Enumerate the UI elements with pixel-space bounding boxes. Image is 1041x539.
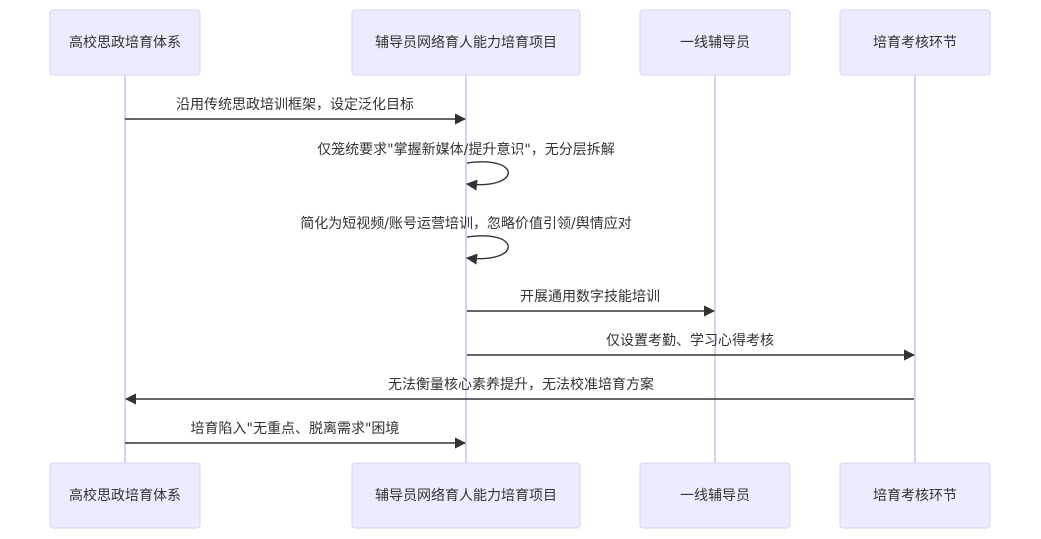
participant-label: 培育考核环节 xyxy=(873,35,957,51)
message-4: 开展通用数字技能培训 xyxy=(467,289,716,317)
message-5: 仅设置考勤、学习心得考核 xyxy=(467,332,916,361)
participant-label: 辅导员网络育人能力培育项目 xyxy=(375,35,557,51)
participant-bottom-b: 辅导员网络育人能力培育项目 xyxy=(351,462,581,529)
participant-top-b: 辅导员网络育人能力培育项目 xyxy=(351,9,581,76)
participant-top-a: 高校思政培育体系 xyxy=(49,9,201,76)
participant-label: 一线辅导员 xyxy=(680,488,750,504)
participant-bottom-c: 一线辅导员 xyxy=(639,462,791,529)
message-6: 无法衡量核心素养提升，无法校准培育方案 xyxy=(124,376,914,405)
message-label: 仅设置考勤、学习心得考核 xyxy=(606,332,774,349)
participant-bottom-a: 高校思政培育体系 xyxy=(49,462,201,529)
message-label: 仅笼统要求"掌握新媒体/提升意识"，无分层拆解 xyxy=(317,141,615,158)
participant-bottom-d: 培育考核环节 xyxy=(839,462,991,529)
participant-top-c: 一线辅导员 xyxy=(639,9,791,76)
message-label: 简化为短视频/账号运营培训，忽略价值引领/舆情应对 xyxy=(300,215,631,232)
participant-top-d: 培育考核环节 xyxy=(839,9,991,76)
message-7: 培育陷入"无重点、脱离需求"困境 xyxy=(125,420,467,449)
message-3: 简化为短视频/账号运营培训，忽略价值引领/舆情应对 xyxy=(300,215,632,265)
participant-label: 一线辅导员 xyxy=(680,35,750,51)
message-1: 沿用传统思政培训框架，设定泛化目标 xyxy=(125,97,467,125)
message-label: 开展通用数字技能培训 xyxy=(520,289,660,305)
participant-label: 高校思政培育体系 xyxy=(69,34,181,51)
participant-label: 培育考核环节 xyxy=(873,488,957,504)
message-label: 培育陷入"无重点、脱离需求"困境 xyxy=(191,420,400,437)
participant-label: 高校思政培育体系 xyxy=(69,487,181,504)
message-2: 仅笼统要求"掌握新媒体/提升意识"，无分层拆解 xyxy=(317,141,615,191)
participant-label: 辅导员网络育人能力培育项目 xyxy=(375,488,557,504)
message-label: 沿用传统思政培训框架，设定泛化目标 xyxy=(176,97,414,113)
message-label: 无法衡量核心素养提升，无法校准培育方案 xyxy=(388,376,654,393)
